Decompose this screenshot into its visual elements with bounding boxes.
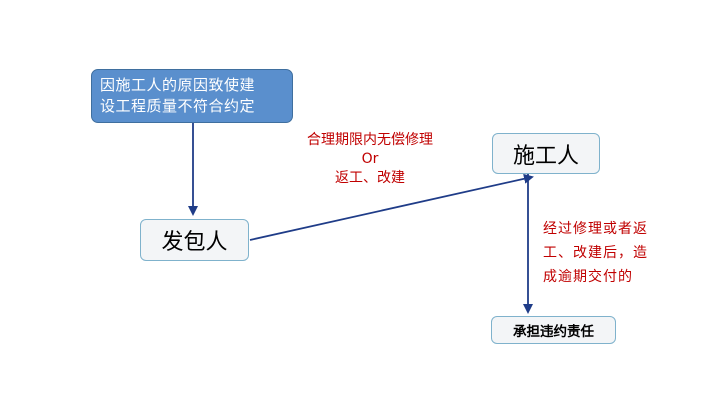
repair-label-line-1: 合理期限内无偿修理 xyxy=(307,132,433,148)
owner-node: 发包人 xyxy=(140,219,249,261)
contractor-node-label: 施工人 xyxy=(512,143,579,169)
arrow-owner-to-contractor xyxy=(249,173,534,241)
cause-node: 因施工人的原因致使建 设工程质量不符合约定 xyxy=(91,69,293,123)
delay-label-line-3: 成逾期交付的 xyxy=(543,269,633,285)
delay-condition-label: 经过修理或者返 工、改建后，造 成逾期交付的 xyxy=(543,217,675,289)
delay-label-line-1: 经过修理或者返 xyxy=(543,221,648,237)
liability-node-label: 承担违约责任 xyxy=(513,324,594,340)
repair-label-line-3: 返工、改建 xyxy=(335,170,405,186)
cause-node-line-2: 设工程质量不符合约定 xyxy=(100,97,256,115)
liability-node: 承担违约责任 xyxy=(491,316,616,344)
owner-node-label: 发包人 xyxy=(161,230,228,255)
contractor-node: 施工人 xyxy=(492,133,600,174)
delay-label-line-2: 工、改建后，造 xyxy=(543,245,648,261)
repair-label-line-2: Or xyxy=(361,151,379,167)
cause-node-line-1: 因施工人的原因致使建 xyxy=(100,76,256,94)
repair-condition-label: 合理期限内无偿修理 Or 返工、改建 xyxy=(280,131,460,188)
